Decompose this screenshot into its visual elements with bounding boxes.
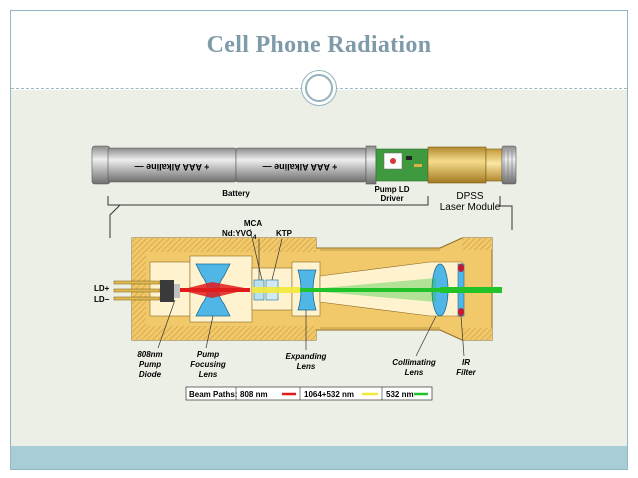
ndyvo-label: Nd:YVO — [222, 229, 252, 238]
legend-title: Beam Paths: — [189, 390, 237, 399]
slide-title: Cell Phone Radiation — [206, 32, 432, 58]
battery-2-label: + AAA Alkaline — — [263, 162, 338, 172]
divider-ornament-inner — [305, 74, 333, 102]
collimating-lens-label-1: Collimating — [392, 358, 436, 367]
legend-item-808: 808 nm — [240, 390, 268, 399]
ir-filter-label-1: IR — [462, 358, 470, 367]
expanding-lens-label-2: Lens — [297, 362, 316, 371]
pump-diode-label-2: Pump — [139, 360, 161, 369]
focusing-lens-label-1: Pump — [197, 350, 219, 359]
ld-minus-label: LD− — [94, 295, 110, 304]
ld-plus-label: LD+ — [94, 284, 110, 293]
pump-ld-driver-label-2: Driver — [380, 194, 403, 203]
beam-paths-legend — [185, 386, 433, 401]
dpss-label-1: DPSS — [456, 191, 484, 202]
ktp-label: KTP — [276, 229, 293, 238]
pump-diode-label-1: 808nm — [137, 350, 162, 359]
battery-label: Battery — [222, 189, 250, 198]
battery-tube — [91, 145, 517, 185]
dpss-label-2: Laser Module — [440, 202, 501, 213]
focusing-lens-label-3: Lens — [199, 370, 218, 379]
ir-filter-label-2: Filter — [456, 368, 476, 377]
mca-label: MCA — [244, 219, 262, 228]
focusing-lens-label-2: Focusing — [190, 360, 226, 369]
legend-item-532: 532 nm — [386, 390, 414, 399]
battery-1-label: + AAA Alkaline — — [135, 162, 210, 172]
collimating-lens-label-2: Lens — [405, 368, 424, 377]
laser-cross-section — [113, 237, 502, 341]
footer-band — [11, 446, 627, 469]
pump-diode-label-3: Diode — [139, 370, 162, 379]
expanding-lens-label-1: Expanding — [286, 352, 327, 361]
ndyvo-subscript: 4 — [253, 235, 257, 241]
legend-item-1064: 1064+532 nm — [304, 390, 354, 399]
pump-ld-driver-label-1: Pump LD — [374, 185, 409, 194]
